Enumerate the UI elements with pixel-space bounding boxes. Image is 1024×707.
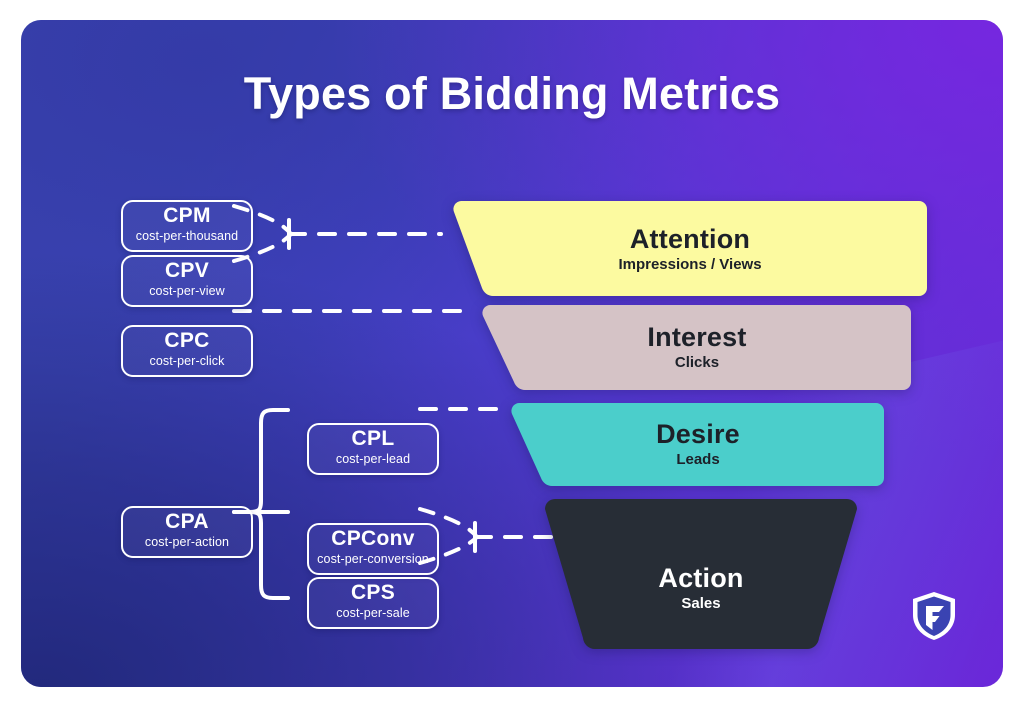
metric-chip-cpa[interactable]: CPA cost-per-action bbox=[121, 506, 253, 558]
metric-code: CPConv bbox=[331, 527, 415, 551]
funnel-stage-name: Action bbox=[658, 563, 744, 594]
infographic-card: Types of Bidding Metrics bbox=[21, 20, 1003, 687]
funnel-stage-sub: Clicks bbox=[674, 353, 720, 371]
metric-desc: cost-per-conversion bbox=[317, 552, 429, 567]
metric-code: CPA bbox=[165, 510, 209, 534]
metric-chip-cpv[interactable]: CPV cost-per-view bbox=[121, 255, 253, 307]
funnel-shape-action bbox=[545, 499, 857, 650]
metric-code: CPL bbox=[351, 427, 395, 451]
funnel-shape-attention bbox=[453, 201, 927, 296]
funnel-stage-action[interactable]: Action Sales bbox=[541, 496, 861, 652]
metric-desc: cost-per-click bbox=[149, 354, 225, 369]
shield-f-logo-icon bbox=[913, 592, 955, 640]
metric-desc: cost-per-sale bbox=[336, 606, 410, 621]
metric-code: CPM bbox=[163, 204, 211, 228]
metric-desc: cost-per-lead bbox=[335, 452, 411, 467]
funnel-stage-sub: Impressions / Views bbox=[618, 255, 762, 273]
metric-chip-cpl[interactable]: CPL cost-per-lead bbox=[307, 423, 439, 475]
funnel-shape-desire bbox=[511, 402, 884, 486]
metric-chip-cps[interactable]: CPS cost-per-sale bbox=[307, 577, 439, 629]
metric-code: CPC bbox=[164, 329, 210, 353]
funnel: Attention Impressions / Views Interest C… bbox=[21, 20, 1003, 687]
funnel-shape-interest bbox=[482, 304, 911, 390]
funnel-stage-interest[interactable]: Interest Clicks bbox=[479, 302, 915, 392]
metric-code: CPV bbox=[164, 259, 210, 283]
metric-code: CPS bbox=[350, 581, 396, 605]
metric-chip-cpm[interactable]: CPM cost-per-thousand bbox=[121, 200, 253, 252]
metric-desc: cost-per-view bbox=[149, 284, 225, 299]
metric-chip-cpconv[interactable]: CPConv cost-per-conversion bbox=[307, 523, 439, 575]
page-title: Types of Bidding Metrics bbox=[243, 68, 781, 119]
metric-desc: cost-per-action bbox=[144, 535, 230, 550]
metric-desc: cost-per-thousand bbox=[135, 229, 239, 244]
funnel-stage-desire[interactable]: Desire Leads bbox=[508, 400, 888, 488]
funnel-stage-sub: Leads bbox=[676, 450, 720, 468]
funnel-stage-name: Interest bbox=[647, 322, 747, 353]
funnel-stage-name: Attention bbox=[629, 224, 751, 255]
funnel-stage-attention[interactable]: Attention Impressions / Views bbox=[451, 198, 929, 298]
funnel-stage-sub: Sales bbox=[681, 594, 721, 612]
metric-chip-cpc[interactable]: CPC cost-per-click bbox=[121, 325, 253, 377]
funnel-stage-name: Desire bbox=[656, 419, 740, 450]
